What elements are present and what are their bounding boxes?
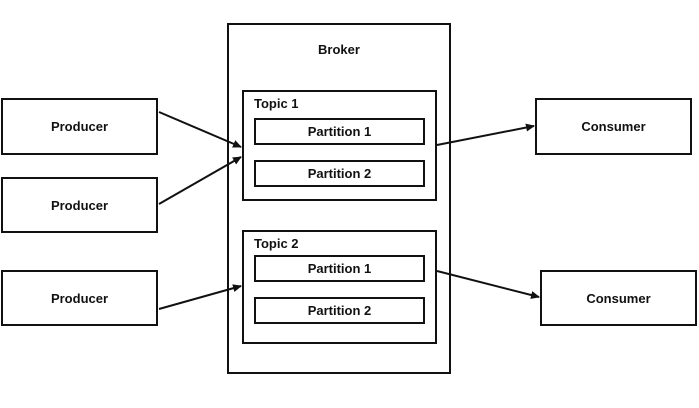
producer-3-box: Producer xyxy=(1,270,158,326)
topic-1-partition-1: Partition 1 xyxy=(254,118,425,145)
producer-1-box: Producer xyxy=(1,98,158,155)
producer-2-box: Producer xyxy=(1,177,158,233)
arrow-topic-1-to-consumer-1 xyxy=(436,123,535,146)
consumer-2-box: Consumer xyxy=(540,270,697,326)
arrow-topic-2-to-consumer-2 xyxy=(436,270,540,299)
broker-label: Broker xyxy=(318,42,360,57)
consumer-1-box: Consumer xyxy=(535,98,692,155)
topic-2-partition-1: Partition 1 xyxy=(254,255,425,282)
topic-2-label: Topic 2 xyxy=(254,236,299,251)
topic-1-partition-2: Partition 2 xyxy=(254,160,425,187)
topic-2-partition-2: Partition 2 xyxy=(254,297,425,324)
topic-2-box xyxy=(242,230,437,344)
topic-1-label: Topic 1 xyxy=(254,96,299,111)
